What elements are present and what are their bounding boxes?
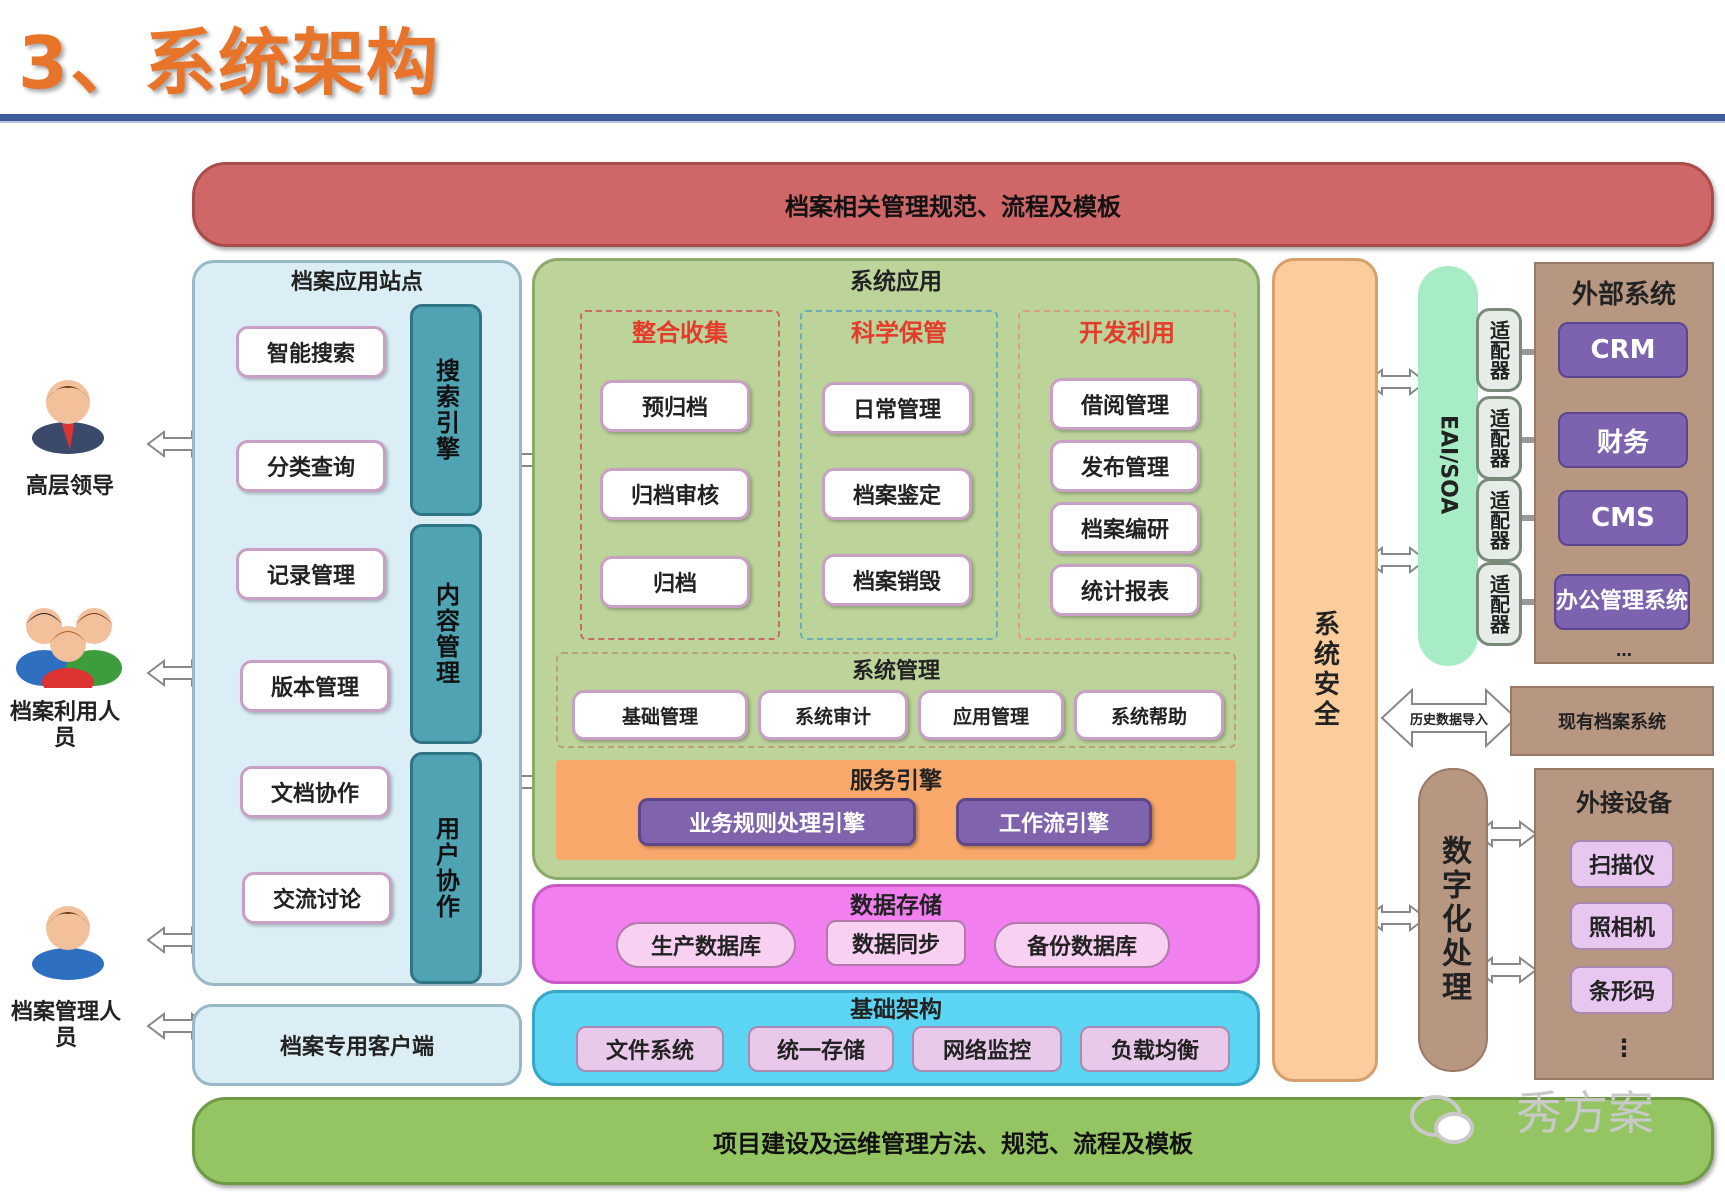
external-crm[interactable]: CRM bbox=[1558, 322, 1688, 378]
group-utilize-box bbox=[1018, 310, 1236, 640]
leader-avatar-icon bbox=[32, 380, 104, 454]
app-item-compilation[interactable]: 档案编研 bbox=[1050, 502, 1200, 554]
adapter-office: 适配器 bbox=[1476, 562, 1522, 646]
eai-soa-bus bbox=[1418, 266, 1478, 666]
production-db[interactable]: 生产数据库 bbox=[616, 922, 796, 968]
legacy-import-label: 历史数据导入 bbox=[1409, 712, 1488, 728]
title-divider-shadow bbox=[0, 121, 1725, 123]
site-item-category-query[interactable]: 分类查询 bbox=[236, 440, 386, 492]
group-title-utilize: 开发利用 bbox=[1079, 318, 1175, 347]
app-item-daily-mgmt[interactable]: 日常管理 bbox=[822, 382, 972, 434]
external-office-system[interactable]: 办公管理系统 bbox=[1554, 574, 1690, 630]
infra-file-system[interactable]: 文件系统 bbox=[576, 1026, 724, 1072]
workflow-engine-button[interactable]: 工作流引擎 bbox=[956, 798, 1152, 846]
app-item-publishing[interactable]: 发布管理 bbox=[1050, 440, 1200, 492]
archive-client-panel: 档案专用客户端 bbox=[192, 1004, 522, 1086]
user-label-leader: 高层领导 bbox=[25, 474, 114, 499]
system-mgmt-title: 系统管理 bbox=[851, 659, 940, 684]
user-group-icon bbox=[16, 608, 122, 688]
site-item-version-mgmt[interactable]: 版本管理 bbox=[240, 660, 390, 712]
infra-load-balance[interactable]: 负载均衡 bbox=[1080, 1026, 1230, 1072]
system-app-title: 系统应用 bbox=[850, 269, 942, 295]
admin-avatar-icon bbox=[32, 906, 104, 980]
wechat-icon bbox=[1410, 1095, 1474, 1144]
app-item-archive[interactable]: 归档 bbox=[600, 556, 750, 608]
external-finance[interactable]: 财务 bbox=[1558, 412, 1688, 468]
app-item-borrowing[interactable]: 借阅管理 bbox=[1050, 378, 1200, 430]
legacy-archive-system: 现有档案系统 bbox=[1510, 686, 1714, 756]
external-cms[interactable]: CMS bbox=[1558, 490, 1688, 546]
user-label-archive-admin: 档案管理人员 bbox=[10, 1000, 121, 1051]
external-more-ellipsis: … bbox=[1616, 640, 1632, 660]
device-barcode[interactable]: 条形码 bbox=[1570, 966, 1674, 1014]
data-sync[interactable]: 数据同步 bbox=[826, 920, 966, 966]
content-mgmt-block: 内容管理 bbox=[410, 524, 482, 744]
device-camera[interactable]: 照相机 bbox=[1570, 902, 1674, 950]
title-divider bbox=[0, 114, 1725, 121]
infrastructure-title: 基础架构 bbox=[850, 997, 942, 1023]
group-collect-box bbox=[580, 310, 780, 640]
user-collab-block: 用户协作 bbox=[410, 752, 482, 984]
app-item-destruction[interactable]: 档案销毁 bbox=[822, 554, 972, 606]
site-item-smart-search[interactable]: 智能搜索 bbox=[236, 326, 386, 378]
data-storage-title: 数据存储 bbox=[850, 893, 942, 919]
mgmt-item-app[interactable]: 应用管理 bbox=[918, 690, 1064, 740]
infra-network-monitor[interactable]: 网络监控 bbox=[912, 1026, 1062, 1072]
service-engine-title: 服务引擎 bbox=[850, 768, 942, 794]
digitization-block: 数字化处理 bbox=[1418, 768, 1488, 1072]
external-systems-title: 外部系统 bbox=[1571, 279, 1676, 310]
devices-more-ellipsis: ⋮ bbox=[1612, 1034, 1636, 1062]
top-standards-band: 档案相关管理规范、流程及模板 bbox=[192, 162, 1714, 247]
app-item-pre-archive[interactable]: 预归档 bbox=[600, 380, 750, 432]
group-title-preserve: 科学保管 bbox=[851, 318, 947, 347]
page-title: 3、系统架构 bbox=[18, 21, 441, 105]
site-item-discussion[interactable]: 交流讨论 bbox=[242, 872, 392, 924]
watermark-text: 秀方案 bbox=[1516, 1086, 1654, 1140]
rule-engine-button[interactable]: 业务规则处理引擎 bbox=[638, 798, 916, 846]
site-item-record-mgmt[interactable]: 记录管理 bbox=[236, 548, 386, 600]
adapter-finance: 适配器 bbox=[1476, 396, 1522, 480]
adapter-crm: 适配器 bbox=[1476, 308, 1522, 392]
eai-soa-label: EAI/SOA bbox=[1435, 415, 1461, 515]
external-devices-title: 外接设备 bbox=[1576, 788, 1672, 817]
adapter-cms: 适配器 bbox=[1476, 478, 1522, 562]
app-item-appraisal[interactable]: 档案鉴定 bbox=[822, 468, 972, 520]
mgmt-item-help[interactable]: 系统帮助 bbox=[1074, 690, 1224, 740]
backup-db[interactable]: 备份数据库 bbox=[994, 922, 1170, 968]
site-item-doc-collab[interactable]: 文档协作 bbox=[240, 766, 390, 818]
user-label-archive-user: 档案利用人员 bbox=[9, 700, 120, 751]
infra-unified-storage[interactable]: 统一存储 bbox=[748, 1026, 894, 1072]
search-engine-block: 搜索引擎 bbox=[410, 304, 482, 516]
device-scanner[interactable]: 扫描仪 bbox=[1570, 840, 1674, 888]
system-mgmt-box bbox=[556, 652, 1236, 748]
app-item-archive-review[interactable]: 归档审核 bbox=[600, 468, 750, 520]
mgmt-item-basic[interactable]: 基础管理 bbox=[572, 690, 748, 740]
app-item-statistics[interactable]: 统计报表 bbox=[1050, 564, 1200, 616]
mgmt-item-audit[interactable]: 系统审计 bbox=[758, 690, 908, 740]
group-preserve-box bbox=[800, 310, 998, 640]
group-title-collect: 整合收集 bbox=[632, 318, 728, 347]
archive-site-title: 档案应用站点 bbox=[290, 270, 423, 295]
system-security-column: 系统安全 bbox=[1272, 258, 1378, 1082]
